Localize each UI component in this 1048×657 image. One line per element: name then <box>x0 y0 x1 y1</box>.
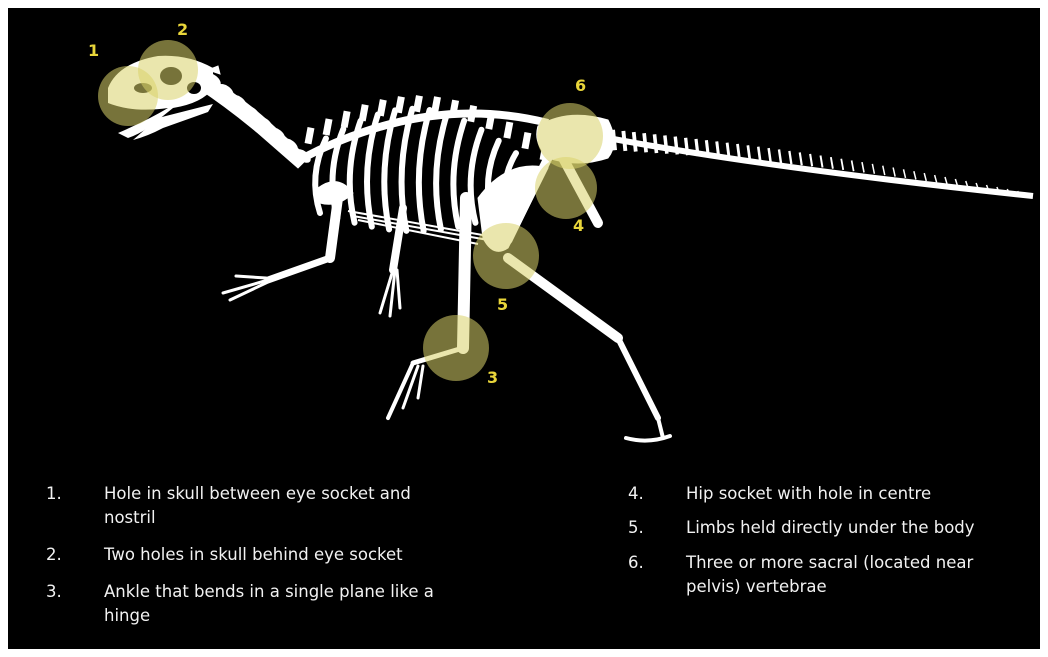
legend-item-2: 2. Two holes in skull behind eye socket <box>46 543 506 567</box>
legend-text: Hip socket with hole in centre <box>686 482 931 506</box>
legend-number: 1. <box>46 482 104 530</box>
legend-number: 4. <box>628 482 686 506</box>
legend-number: 3. <box>46 580 104 628</box>
legend-text: Three or more sacral (located near pelvi… <box>686 551 1023 599</box>
legend-number: 2. <box>46 543 104 567</box>
legend-text: Limbs held directly under the body <box>686 516 975 540</box>
legend-text: Ankle that bends in a single plane like … <box>104 580 456 628</box>
legend-item-6: 6. Three or more sacral (located near pe… <box>628 551 1023 599</box>
diagram-panel: 1 2 3 4 5 6 1. Hole in skull between eye… <box>8 8 1040 649</box>
legend-item-3: 3. Ankle that bends in a single plane li… <box>46 580 456 628</box>
legend-text: Two holes in skull behind eye socket <box>104 543 403 567</box>
legend: 1. Hole in skull between eye socket and … <box>8 8 1040 649</box>
legend-item-5: 5. Limbs held directly under the body <box>628 516 1038 540</box>
legend-item-1: 1. Hole in skull between eye socket and … <box>46 482 436 530</box>
legend-number: 5. <box>628 516 686 540</box>
legend-text: Hole in skull between eye socket and nos… <box>104 482 436 530</box>
legend-number: 6. <box>628 551 686 599</box>
legend-item-4: 4. Hip socket with hole in centre <box>628 482 1028 506</box>
